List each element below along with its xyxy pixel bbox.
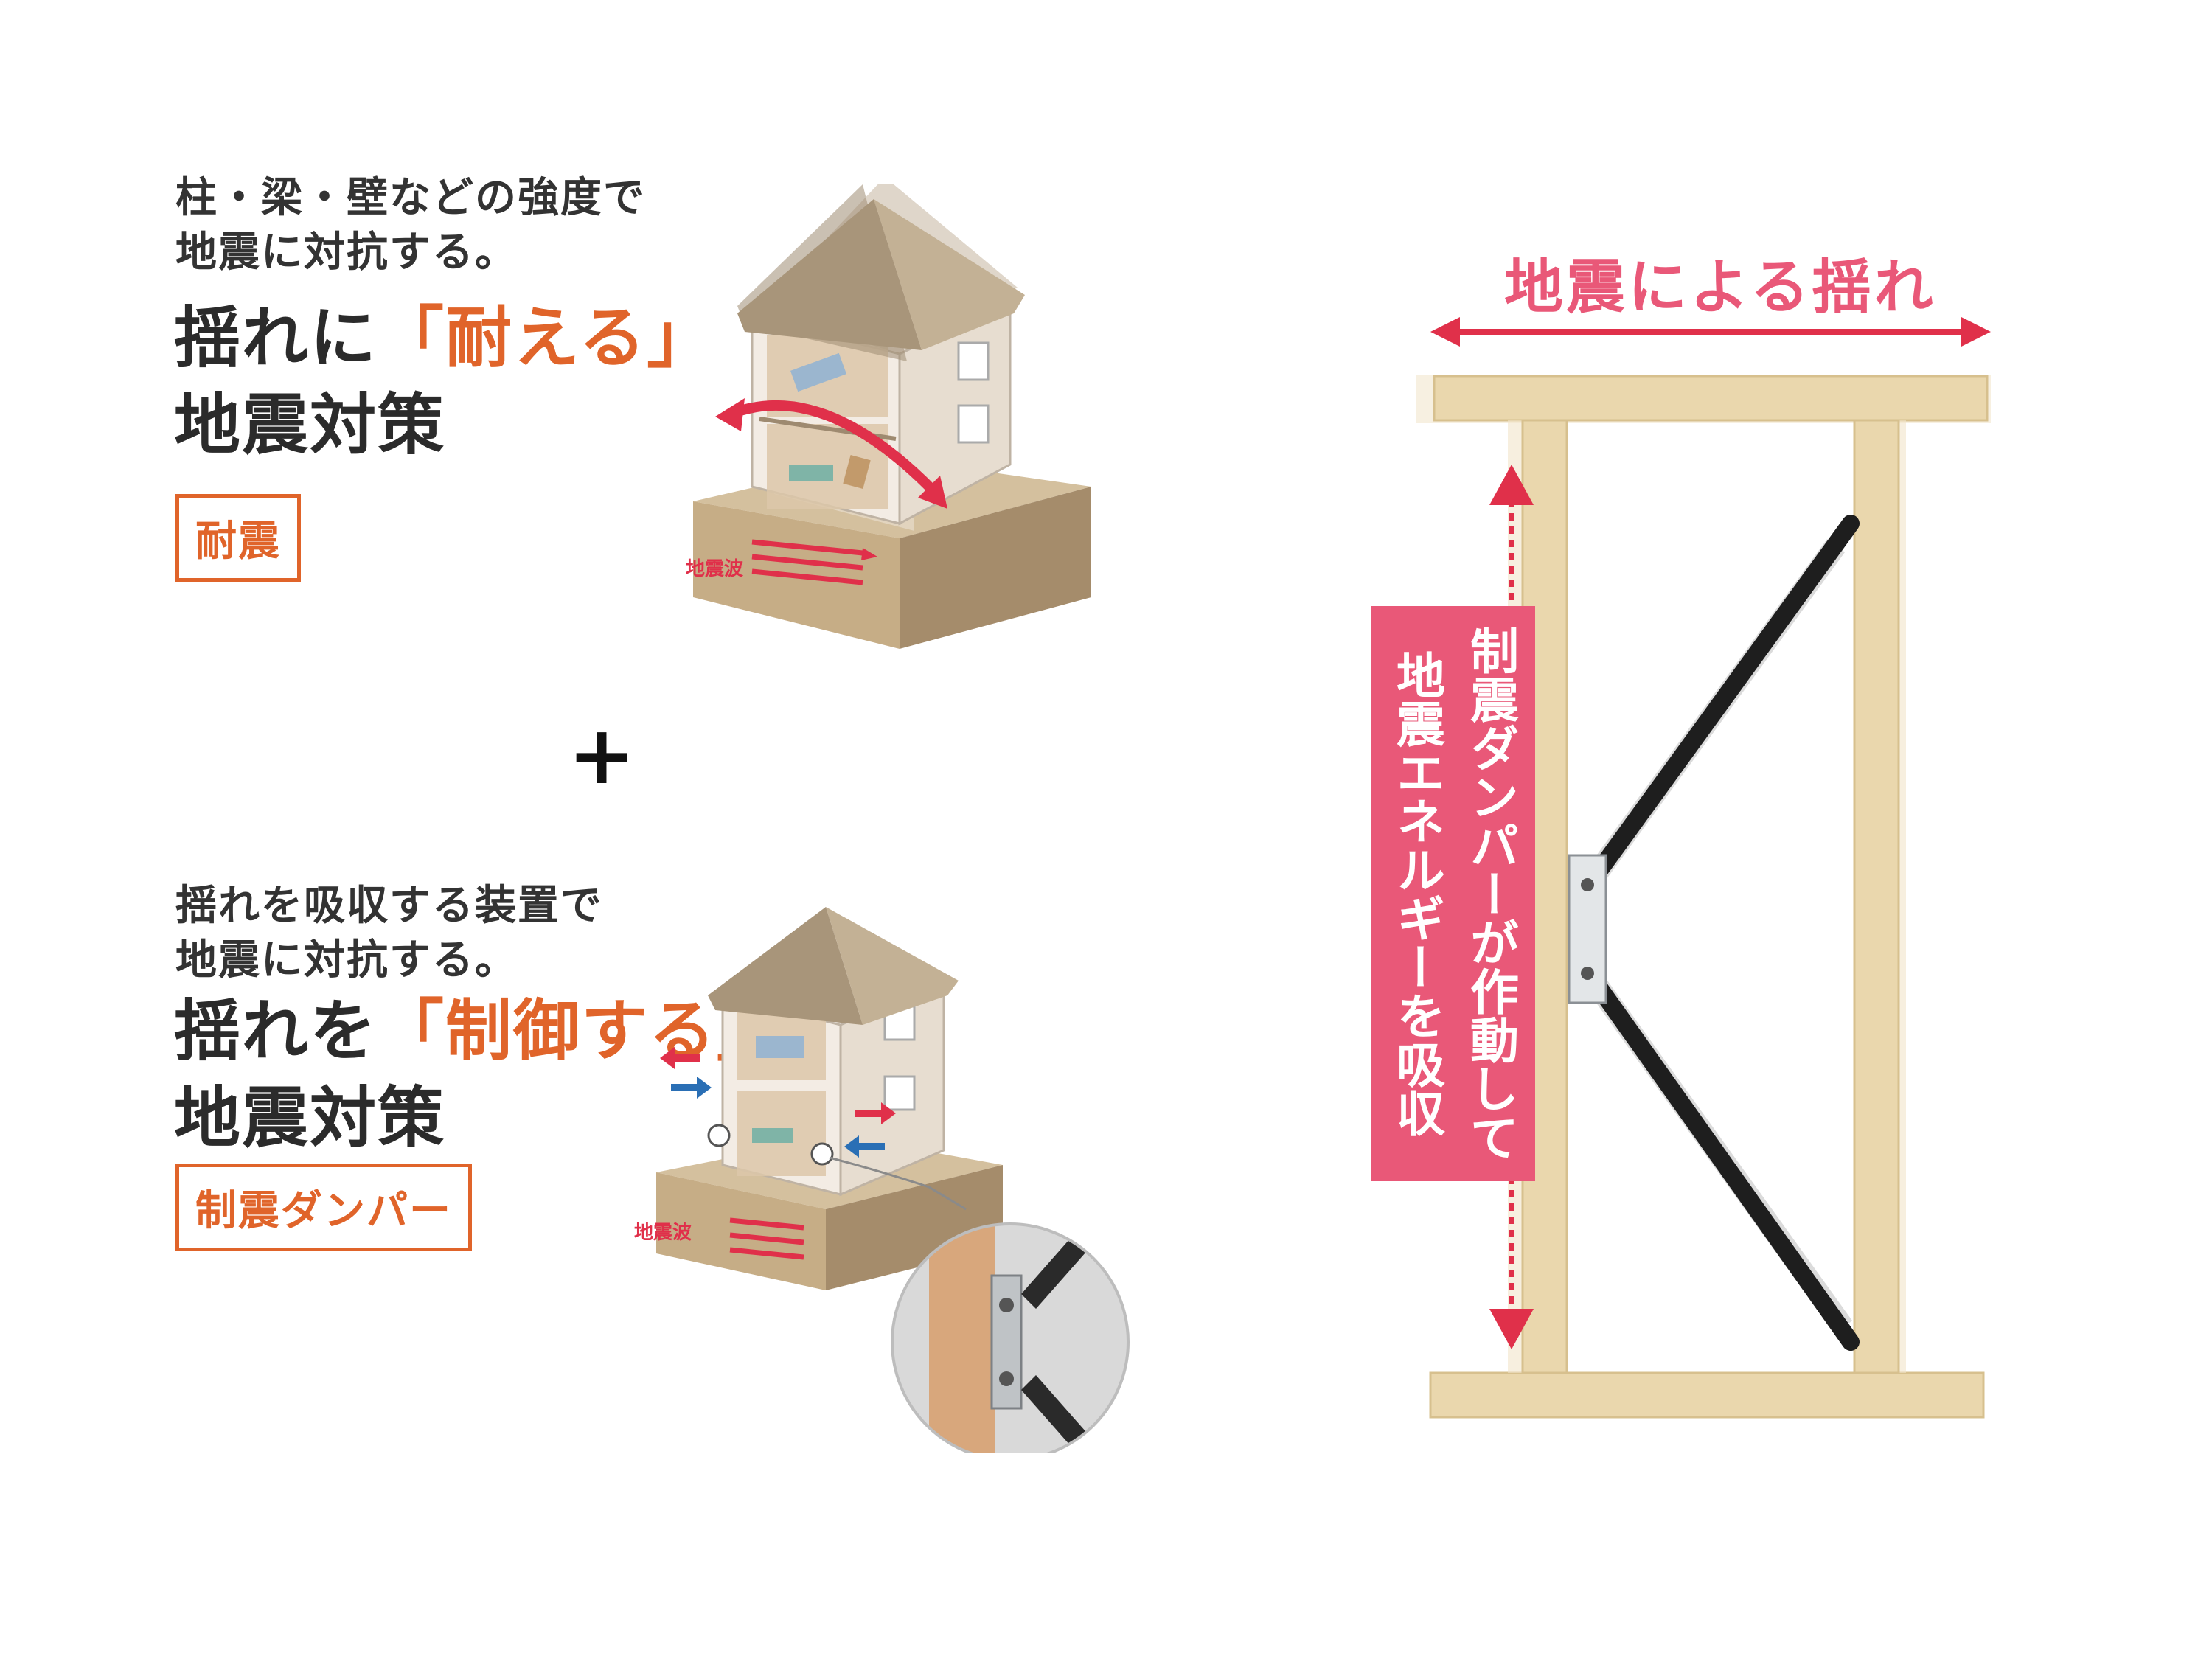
block2-desc-line2: 地震に対抗する。 bbox=[175, 936, 518, 984]
block2-description: 揺れを吸収する装置で 地震に対抗する。 bbox=[175, 879, 603, 988]
seismic-wave-icon-2 bbox=[729, 1217, 804, 1260]
damper-unit bbox=[1568, 854, 1607, 1004]
upper-brace bbox=[1580, 515, 1860, 894]
block2-title-line1: 揺れを「制御する」 bbox=[174, 988, 785, 1075]
block1-title: 揺れに「耐える」 地震対策 bbox=[174, 295, 714, 469]
house-illustration-damper: 地震波 bbox=[634, 907, 1130, 1453]
block1-desc-line1: 柱・梁・壁などの強度で bbox=[175, 174, 646, 222]
wave-label-1: 地震波 bbox=[686, 558, 744, 580]
block2-desc-line1: 揺れを吸収する装置で bbox=[175, 882, 603, 930]
roof-side bbox=[874, 199, 1025, 350]
block1-tag-taishin: 耐震 bbox=[175, 494, 301, 582]
right-post bbox=[1853, 419, 1900, 1374]
block2-title: 揺れを「制御する」 地震対策 bbox=[174, 988, 785, 1162]
bottom-beam bbox=[1429, 1371, 1985, 1419]
block2-title-pre: 揺れを bbox=[174, 992, 378, 1070]
block1-description: 柱・梁・壁などの強度で 地震に対抗する。 bbox=[175, 171, 646, 280]
damper-desc-line2: 地震エネルギーを吸収 bbox=[1388, 650, 1445, 1137]
top-beam bbox=[1433, 375, 1989, 422]
roof-front bbox=[737, 199, 922, 350]
block2-title-line2: 地震対策 bbox=[174, 1079, 445, 1157]
seismic-wave-icon bbox=[751, 539, 863, 585]
block2-tag-damper: 制震ダンパー bbox=[175, 1164, 472, 1251]
house-illustration-resist: 地震波 bbox=[686, 184, 1091, 649]
sway-arrow bbox=[731, 400, 941, 498]
block1-desc-line2: 地震に対抗する。 bbox=[175, 229, 518, 276]
block1-title-line1: 揺れに「耐える」 bbox=[174, 295, 714, 382]
ground-side bbox=[900, 487, 1091, 649]
block1-title-line2: 地震対策 bbox=[174, 386, 445, 464]
plus-sign: + bbox=[568, 708, 636, 802]
damper-description-box: 制震ダンパーが作動して 地震エネルギーを吸収 bbox=[1371, 606, 1535, 1181]
lower-brace bbox=[1580, 964, 1860, 1351]
block1-title-accent: 「耐える」 bbox=[378, 299, 715, 377]
block1-title-pre: 揺れに bbox=[174, 299, 378, 377]
shake-title: 地震による揺れ bbox=[1504, 253, 1936, 321]
wave-label-2: 地震波 bbox=[634, 1222, 692, 1244]
damper-desc-line1: 制震ダンパーが作動して bbox=[1462, 626, 1519, 1161]
damper-frame-diagram bbox=[1416, 317, 1991, 1419]
